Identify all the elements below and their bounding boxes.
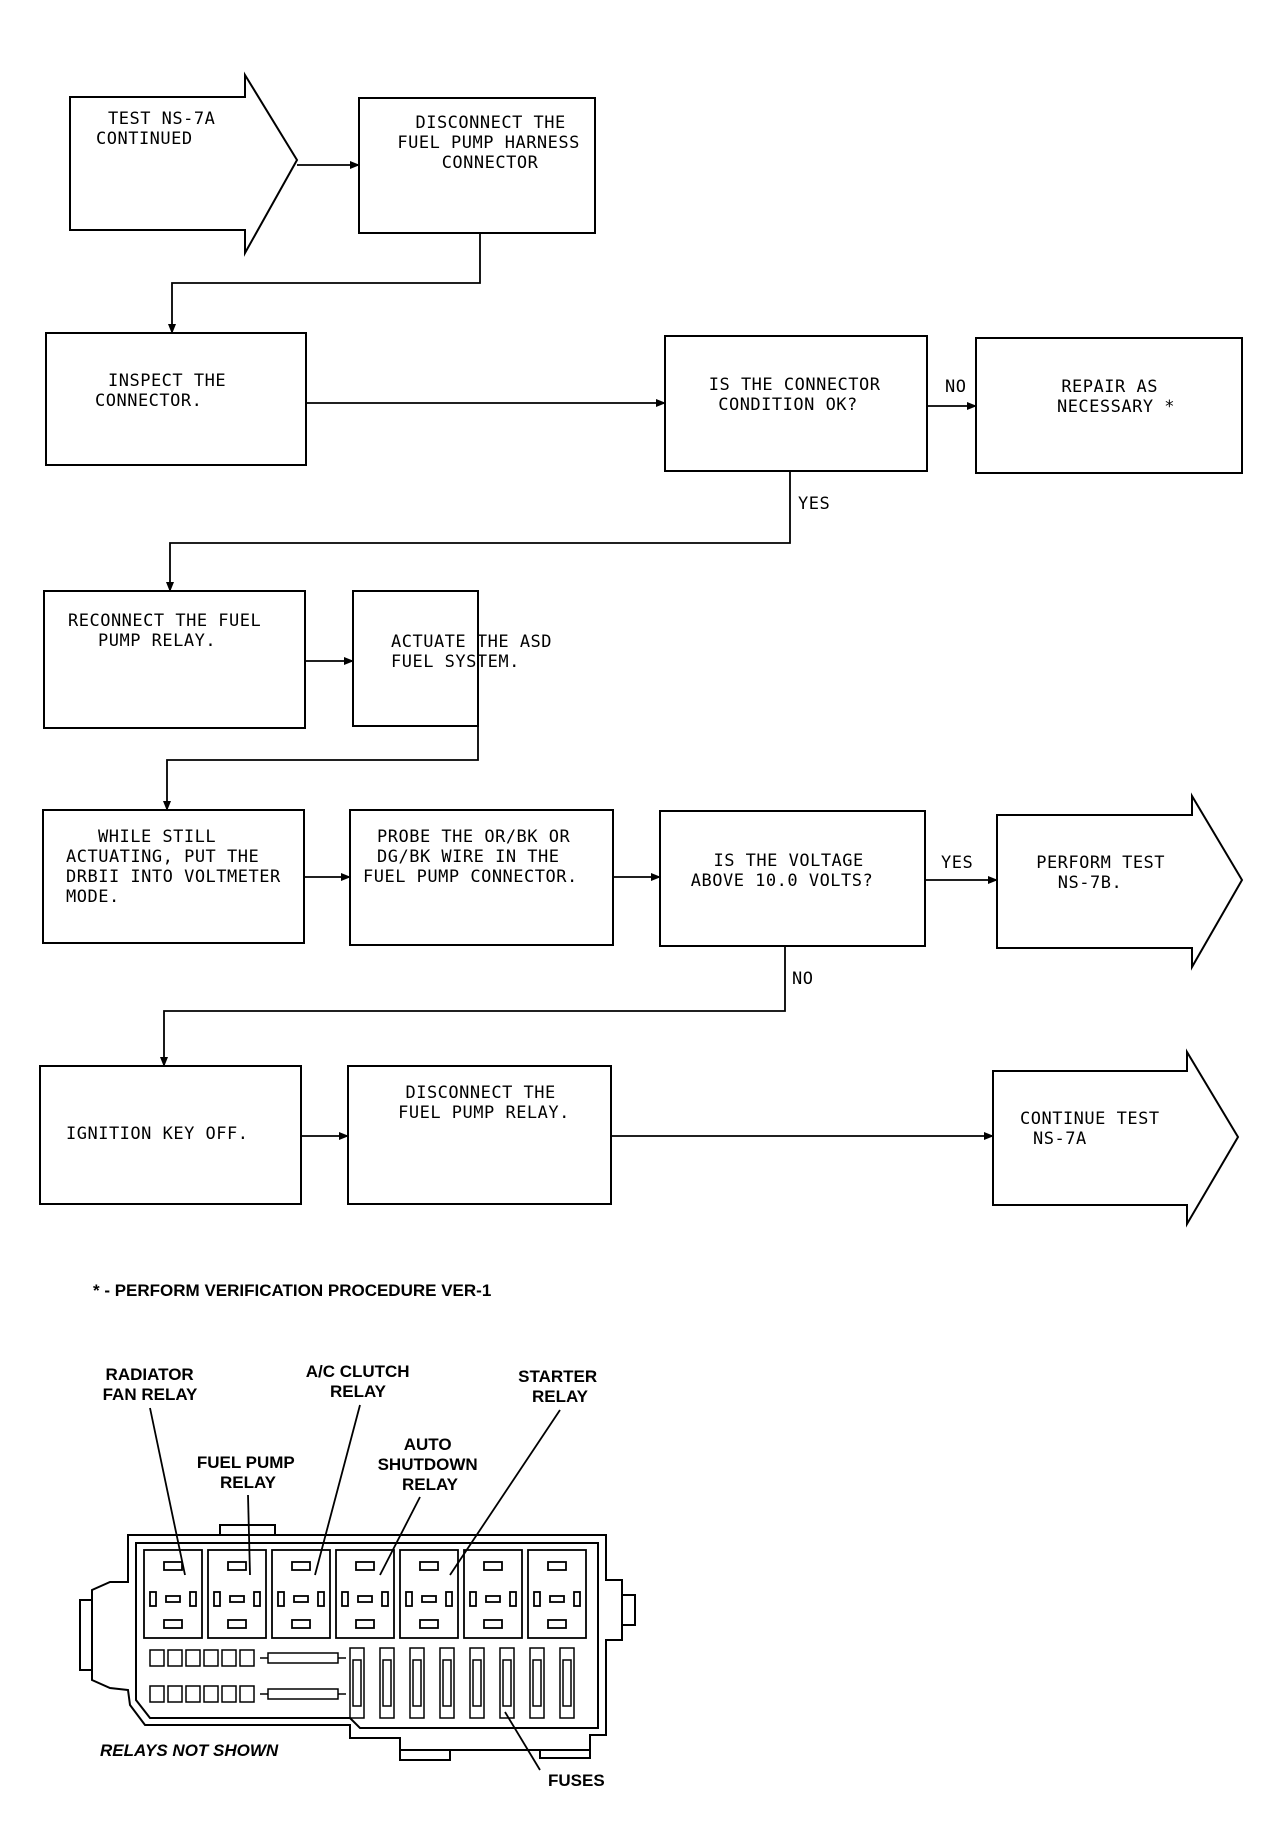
leader-fuel-pump	[247, 1494, 251, 1576]
leader-ac-clutch	[314, 1404, 361, 1576]
connector-actuate-to-voltmeter	[163, 726, 479, 811]
top-tab	[219, 1524, 276, 1535]
mini-fuse	[185, 1649, 201, 1667]
continue-ns7a-text: CONTINUE TEST NS-7A	[1020, 1109, 1170, 1149]
start-arrow-shape	[69, 71, 299, 257]
mini-fuse	[239, 1685, 255, 1703]
connector-harness-to-inspect	[168, 233, 481, 334]
mini-fuse	[221, 1685, 237, 1703]
inspect-connector-box	[45, 332, 307, 466]
relay-socket	[335, 1549, 395, 1639]
mini-fuse	[203, 1685, 219, 1703]
mini-fuse	[149, 1649, 165, 1667]
voltage-decision-text: IS THE VOLTAGE ABOVE 10.0 VOLTS?	[691, 851, 875, 891]
start-arrow-text: TEST NS-7A CONTINUED	[96, 109, 226, 149]
vertical-fuse	[469, 1647, 485, 1719]
disconnect-relay-text: DISCONNECT THE FUEL PUMP RELAY.	[398, 1083, 570, 1123]
long-fuse	[267, 1688, 339, 1700]
footnote: * - PERFORM VERIFICATION PROCEDURE VER-1	[93, 1281, 491, 1300]
mini-fuse	[221, 1649, 237, 1667]
right-tab	[622, 1594, 636, 1626]
probe-wire-text: PROBE THE OR/BK OR DG/BK WIRE IN THE FUE…	[363, 827, 581, 887]
leader-auto-shutdown	[379, 1496, 421, 1576]
label-fuses: FUSES	[548, 1771, 605, 1790]
reconnect-relay-box	[43, 590, 306, 729]
actuate-asd-text: ACTUATE THE ASD FUEL SYSTEM.	[391, 632, 563, 672]
vertical-fuse	[439, 1647, 455, 1719]
label-yes-2: YES	[941, 853, 973, 873]
relay-socket	[207, 1549, 267, 1639]
mini-fuse	[203, 1649, 219, 1667]
ignition-off-box	[39, 1065, 302, 1205]
mini-fuse	[167, 1649, 183, 1667]
connector-decision-to-reconnect	[166, 471, 791, 592]
label-ac-clutch-relay: A/C CLUTCH RELAY	[306, 1362, 415, 1401]
inspect-connector-text: INSPECT THE CONNECTOR.	[95, 371, 237, 411]
mini-fuse	[167, 1685, 183, 1703]
housing-outline	[91, 1534, 623, 1751]
label-no-1: NO	[945, 377, 966, 397]
vertical-fuse	[379, 1647, 395, 1719]
relay-socket	[399, 1549, 459, 1639]
reconnect-relay-text: RECONNECT THE FUEL PUMP RELAY.	[68, 611, 272, 651]
vertical-fuse	[529, 1647, 545, 1719]
bottom-tab	[399, 1750, 451, 1761]
label-relays-not-shown: RELAYS NOT SHOWN	[100, 1741, 279, 1760]
connector-ok-decision-text: IS THE CONNECTOR CONDITION OK?	[709, 375, 892, 415]
leader-starter	[449, 1409, 561, 1576]
perform-ns7b-arrow-shape	[996, 792, 1244, 971]
relay-socket	[527, 1549, 587, 1639]
voltmeter-mode-text: WHILE STILL ACTUATING, PUT THE DRBII INT…	[66, 827, 291, 907]
leader-radiator-fan	[149, 1407, 186, 1576]
continue-ns7a-arrow-shape	[992, 1048, 1240, 1228]
ignition-off-text: IGNITION KEY OFF.	[66, 1124, 249, 1144]
vertical-fuse	[409, 1647, 425, 1719]
mini-fuse	[149, 1685, 165, 1703]
label-no-2: NO	[792, 969, 813, 989]
connector-decision-to-ignition	[160, 946, 786, 1067]
relay-socket	[143, 1549, 203, 1639]
perform-ns7b-text: PERFORM TEST NS-7B.	[1036, 853, 1176, 893]
label-starter-relay: STARTER RELAY	[518, 1367, 602, 1406]
disconnect-harness-text: DISCONNECT THE FUEL PUMP HARNESS CONNECT…	[397, 113, 590, 173]
label-fuel-pump-relay: FUEL PUMP RELAY	[197, 1453, 299, 1492]
repair-text: REPAIR AS NECESSARY *	[1057, 377, 1175, 417]
relay-socket	[271, 1549, 331, 1639]
label-auto-shutdown-relay: AUTO SHUTDOWN RELAY	[378, 1435, 483, 1494]
mini-fuse	[185, 1685, 201, 1703]
left-tab	[79, 1599, 92, 1671]
label-yes-1: YES	[798, 494, 830, 514]
relay-socket	[463, 1549, 523, 1639]
vertical-fuse	[559, 1647, 575, 1719]
vertical-fuse	[499, 1647, 515, 1719]
leader-fuses	[504, 1711, 541, 1771]
label-radiator-fan-relay: RADIATOR FAN RELAY	[103, 1365, 199, 1404]
vertical-fuse	[349, 1647, 365, 1719]
long-fuse	[267, 1652, 339, 1664]
relay-block-diagram	[79, 1524, 636, 1761]
mini-fuse	[239, 1649, 255, 1667]
